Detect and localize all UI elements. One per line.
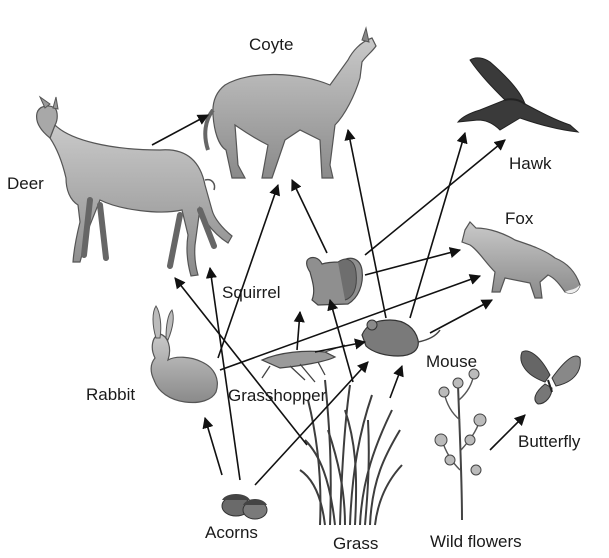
arrow-grasshopper-to-mouse xyxy=(315,342,365,352)
arrow-deer-to-coyote xyxy=(152,115,208,145)
label-rabbit: Rabbit xyxy=(86,385,135,405)
label-fox: Fox xyxy=(505,209,533,229)
deer-illustration xyxy=(37,97,232,276)
arrow-squirrel-to-fox xyxy=(365,250,460,275)
label-acorns: Acorns xyxy=(205,523,258,543)
arrow-mouse-to-fox xyxy=(430,300,492,333)
arrow-mouse-to-hawk xyxy=(410,133,465,318)
butterfly-illustration xyxy=(521,351,580,404)
label-mouse: Mouse xyxy=(426,352,477,372)
label-squirrel: Squirrel xyxy=(222,283,281,303)
hawk-illustration xyxy=(458,58,578,132)
acorns-illustration xyxy=(222,494,267,519)
squirrel-illustration xyxy=(307,257,363,305)
arrow-grass-to-squirrel xyxy=(330,300,353,382)
arrow-acorns-to-mouse xyxy=(255,362,368,485)
arrow-grass-to-mouse xyxy=(390,366,402,398)
label-coyote: Coyte xyxy=(249,35,293,55)
arrow-grasshopper-to-squirrel xyxy=(297,312,300,350)
arrow-squirrel-to-coyote xyxy=(292,180,327,253)
label-hawk: Hawk xyxy=(509,154,552,174)
arrow-rabbit-to-coyote xyxy=(218,185,278,358)
fox-illustration xyxy=(462,222,580,298)
rabbit-illustration xyxy=(151,306,217,403)
label-deer: Deer xyxy=(7,174,44,194)
mouse-illustration xyxy=(362,320,440,356)
label-grass: Grass xyxy=(333,534,378,554)
wild-flowers-illustration xyxy=(435,369,486,520)
label-grasshopper: Grasshopper xyxy=(228,386,326,406)
label-butterfly: Butterfly xyxy=(518,432,580,452)
label-wild-flowers: Wild flowers xyxy=(430,532,522,552)
arrow-acorns-to-rabbit xyxy=(205,418,222,475)
